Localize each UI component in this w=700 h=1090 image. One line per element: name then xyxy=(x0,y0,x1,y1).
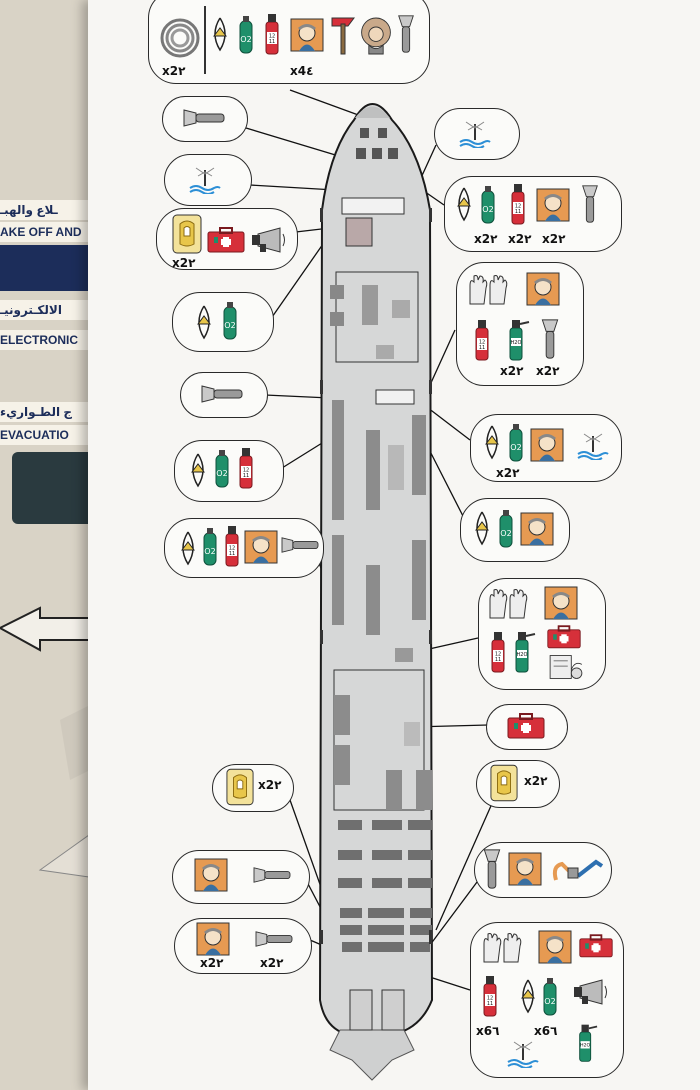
top-extinguisher-qty: x4٤ xyxy=(290,64,314,78)
gloves-icon xyxy=(466,274,510,308)
oxygen-bottle-icon xyxy=(478,180,498,230)
pbe-hood-icon xyxy=(358,14,394,58)
flashlight-icon xyxy=(252,866,292,884)
flashlight-icon xyxy=(540,318,560,360)
oxygen-mask-icon xyxy=(452,184,476,224)
fire-extinguisher-icon xyxy=(262,8,282,60)
electronic-english: ELECTRONIC xyxy=(0,330,100,350)
smoke-hood-icon xyxy=(244,530,278,564)
oxygen-mask-icon xyxy=(516,976,540,1016)
fire-extinguisher-icon xyxy=(488,626,508,678)
megaphone-icon xyxy=(572,978,612,1006)
fire-extinguisher-icon xyxy=(472,314,492,366)
oxygen-mask-icon xyxy=(480,422,504,462)
right3-qty: x2٢ xyxy=(496,466,520,480)
first-aid-kit-icon xyxy=(206,226,246,254)
first-aid-kit-icon xyxy=(546,624,582,650)
left-vest-qty: x2٢ xyxy=(258,778,282,792)
life-vest-icon xyxy=(172,214,202,254)
flashlight-icon xyxy=(254,930,294,948)
takeoff-arabic: ـلاع والهبـ xyxy=(0,200,100,220)
water-extinguisher-icon xyxy=(576,1018,598,1068)
right1-qty-3: x2٢ xyxy=(542,232,566,246)
smoke-hood-icon xyxy=(530,428,564,462)
life-vest-icon xyxy=(490,764,518,802)
water-extinguisher-icon xyxy=(506,314,530,366)
water-beacon-icon xyxy=(458,118,492,148)
blood-pressure-kit-icon xyxy=(546,652,586,682)
right1-qty-1: x2٢ xyxy=(474,232,498,246)
right2-qty-2: x2٢ xyxy=(536,364,560,378)
oxygen-bottle-icon xyxy=(236,10,256,60)
fire-extinguisher-icon xyxy=(222,520,242,572)
oxygen-bottle-icon xyxy=(496,504,516,554)
gloves-icon xyxy=(486,588,530,622)
water-beacon-icon xyxy=(576,430,610,460)
smoke-hood-icon xyxy=(538,930,572,964)
smoke-hood-icon xyxy=(536,188,570,222)
smoke-hood-icon xyxy=(196,922,230,956)
top-rope-qty: x2٢ xyxy=(162,64,186,78)
first-aid-kit-icon xyxy=(506,712,546,740)
crash-axe-icon xyxy=(328,12,358,56)
right-vest-qty: x2٢ xyxy=(524,774,548,788)
oxygen-mask-icon xyxy=(470,508,494,548)
oxygen-bottle-icon xyxy=(200,522,220,572)
flashlight-icon xyxy=(482,848,502,890)
water-beacon-icon xyxy=(188,164,222,194)
bottom-right-qty-1: x6٦ xyxy=(476,1024,500,1038)
oxygen-mask-icon xyxy=(186,450,210,490)
fire-extinguisher-icon xyxy=(480,970,500,1022)
equipment-bubble-vest-right xyxy=(476,760,560,808)
life-vest-icon xyxy=(226,768,254,806)
fire-extinguisher-icon xyxy=(236,442,256,494)
smoke-hood-icon xyxy=(194,858,228,892)
evacuation-arabic: ج الطـواريء xyxy=(0,402,100,422)
infant-restraint-icon xyxy=(548,852,608,886)
flashlight-icon xyxy=(182,108,226,128)
oxygen-bottle-icon xyxy=(540,972,560,1022)
oxygen-mask-icon xyxy=(208,14,232,54)
smoke-hood-icon xyxy=(290,18,324,52)
takeoff-english: AKE OFF AND xyxy=(0,222,100,242)
equipment-bubble-beacon-2 xyxy=(434,108,520,160)
water-beacon-icon xyxy=(506,1038,540,1068)
flashlight-icon xyxy=(280,536,320,554)
flashlight-icon xyxy=(580,184,600,224)
electronic-arabic: الالكـترونيـ xyxy=(0,300,100,320)
smoke-qty: x2٢ xyxy=(200,956,224,970)
bottom-right-qty-2: x6٦ xyxy=(534,1024,558,1038)
smoke-hood-icon xyxy=(544,586,578,620)
oxygen-bottle-icon xyxy=(506,418,526,468)
first-aid-kit-icon xyxy=(578,932,614,960)
evacuation-english: EVACUATIO xyxy=(0,425,100,445)
right2-qty-1: x2٢ xyxy=(500,364,524,378)
right1-qty-2: x2٢ xyxy=(508,232,532,246)
oxygen-bottle-icon xyxy=(212,444,232,494)
smoke-hood-icon xyxy=(526,272,560,306)
smoke-hood-icon xyxy=(520,512,554,546)
equipment-bubble-oxygen-1 xyxy=(172,292,274,352)
rope-icon xyxy=(158,16,202,60)
divider xyxy=(204,6,206,74)
megaphone-icon xyxy=(250,226,290,254)
torch-qty: x2٢ xyxy=(260,956,284,970)
flashlight-icon xyxy=(200,384,244,404)
water-extinguisher-icon xyxy=(512,626,536,678)
equipment-bubble-beacon-1 xyxy=(164,154,252,206)
fire-extinguisher-icon xyxy=(508,178,528,230)
takeoff-banner xyxy=(0,245,100,291)
oxygen-mask-icon xyxy=(176,528,200,568)
flashlight-icon xyxy=(396,14,416,54)
oxygen-bottle-icon xyxy=(220,296,240,346)
smoke-hood-icon xyxy=(508,852,542,886)
vest-qty: x2٢ xyxy=(172,256,196,270)
gloves-icon xyxy=(480,932,524,966)
oxygen-mask-icon xyxy=(192,302,216,342)
fuselage xyxy=(318,103,434,1081)
